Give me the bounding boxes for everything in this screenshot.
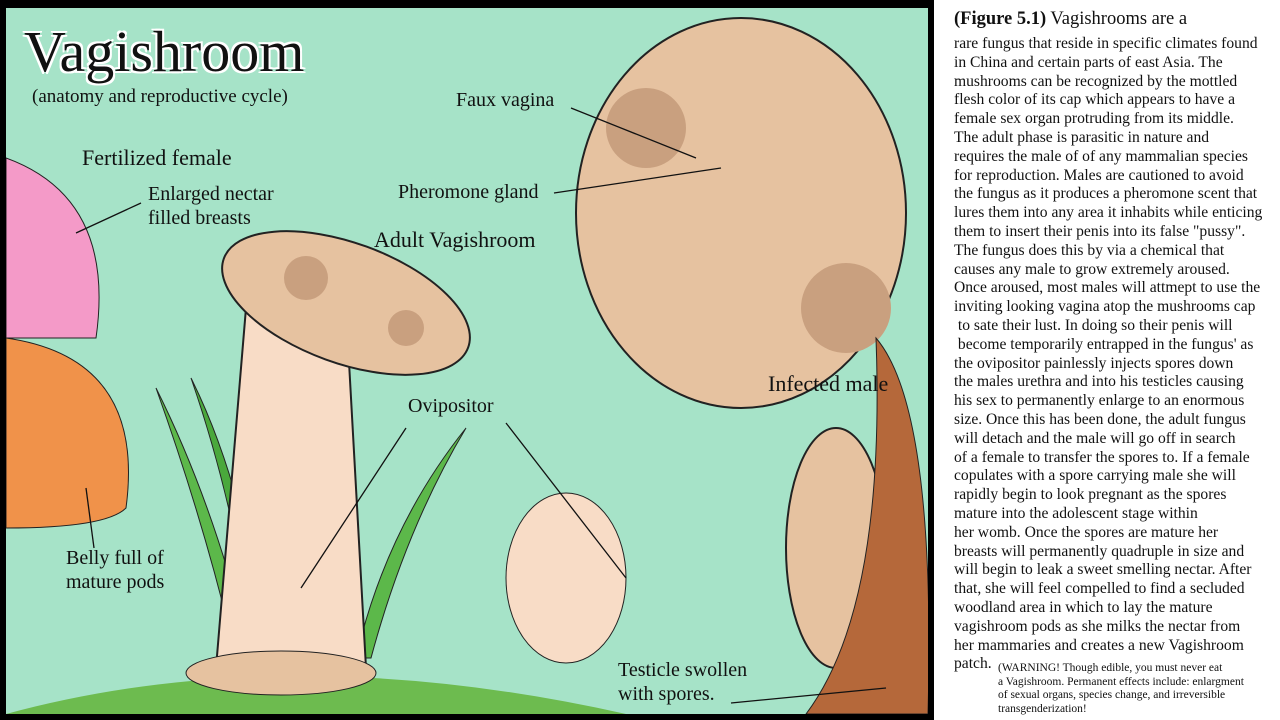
description-line: the males urethra and into his testicles… xyxy=(954,373,1244,391)
description-line: mushrooms can be recognized by the mottl… xyxy=(954,72,1238,90)
mushroom-piece xyxy=(505,492,627,664)
label-enlarged-nectar-1: Enlarged nectar xyxy=(148,183,274,205)
description-line: woodland area in which to lay the mature xyxy=(954,599,1213,616)
cap-spot xyxy=(801,263,891,353)
label-testicle-1: Testicle swollen xyxy=(618,659,748,681)
illustration-subtitle: (anatomy and reproductive cycle) xyxy=(32,86,288,107)
description-line: her mammaries and creates a new Vagishro… xyxy=(954,636,1244,654)
male-figure xyxy=(805,336,928,714)
description-line: that, she will feel compelled to find a … xyxy=(954,580,1245,598)
description-line: them to insert their penis into its fals… xyxy=(954,223,1246,240)
description-line: of a female to transfer the spores to. I… xyxy=(954,448,1250,466)
description-line: requires the male of of any mammalian sp… xyxy=(954,147,1249,165)
description-line: The adult phase is parasitic in nature a… xyxy=(954,129,1210,146)
description-line: Once aroused, most males will attmept to… xyxy=(954,279,1261,297)
description-line: causes any male to grow extremely arouse… xyxy=(954,260,1230,278)
cap-spot xyxy=(606,88,686,168)
label-belly-pods-2: mature pods xyxy=(66,571,165,593)
pointer-lines xyxy=(75,107,887,704)
label-adult-vagishroom: Adult Vagishroom xyxy=(374,227,536,252)
description-line: his sex to permanently enlarge to an eno… xyxy=(954,392,1245,410)
label-belly-pods-1: Belly full of xyxy=(66,547,164,569)
warning-line: a Vagishroom. Permanent effects include:… xyxy=(998,675,1244,688)
label-fertilized-female: Fertilized female xyxy=(82,145,232,170)
description-line: rapidly begin to look pregnant as the sp… xyxy=(954,486,1227,504)
description-line: will begin to leak a sweet smelling nect… xyxy=(954,561,1252,579)
description-line: in China and certain parts of east Asia.… xyxy=(954,53,1223,71)
cap-spot xyxy=(284,256,328,300)
leaf xyxy=(355,427,467,659)
cap-spot xyxy=(388,310,424,346)
illustration-shapes xyxy=(6,17,928,714)
description-line: size. Once this has been done, the adult… xyxy=(954,411,1246,428)
warning-line: (WARNING! Though edible, you must never … xyxy=(998,662,1223,674)
description-text: Vagishrooms are a xyxy=(1046,9,1188,29)
illustration-title: Vagishroom xyxy=(24,19,305,84)
mushroom-base xyxy=(185,650,377,696)
description-panel: (Figure 5.1) Vagishrooms are a rare fung… xyxy=(934,0,1280,720)
description-line: copulates with a spore carrying male she… xyxy=(954,467,1236,485)
description-line: the ovipositor painlessly injects spores… xyxy=(954,354,1234,372)
description-line: will detach and the male will go off in … xyxy=(954,429,1236,447)
female-figure-belly xyxy=(6,337,129,529)
description-line: mature into the adolescent stage within xyxy=(954,505,1198,522)
description-line: The fungus does this by via a chemical t… xyxy=(954,241,1225,259)
label-testicle-2: with spores. xyxy=(618,683,715,705)
description-line: inviting looking vagina atop the mushroo… xyxy=(954,298,1256,316)
female-figure-top xyxy=(6,157,100,339)
figure-label: (Figure 5.1) xyxy=(954,9,1047,29)
illustration: Vagishroom (anatomy and reproductive cyc… xyxy=(6,8,928,714)
description-line: become temporarily entrapped in the fung… xyxy=(954,335,1254,353)
label-faux-vagina: Faux vagina xyxy=(456,89,555,111)
description-first-line: (Figure 5.1) Vagishrooms are a xyxy=(954,9,1188,29)
label-pheromone-gland: Pheromone gland xyxy=(398,181,539,203)
description-line: her womb. Once the spores are mature her xyxy=(954,523,1219,541)
description-line: patch. xyxy=(954,655,992,673)
description-line: vagishroom pods as she milks the nectar … xyxy=(954,617,1241,635)
description-line: to sate their lust. In doing so their pe… xyxy=(954,317,1233,334)
description-line: flesh color of its cap which appears to … xyxy=(954,91,1236,109)
description-line: rare fungus that reside in specific clim… xyxy=(954,35,1258,52)
description-line: breasts will permanently quadruple in si… xyxy=(954,542,1245,560)
warning-line: transgenderization! xyxy=(998,702,1087,715)
description-line: female sex organ protruding from its mid… xyxy=(954,110,1234,128)
description-line: the fungus as it produces a pheromone sc… xyxy=(954,185,1258,203)
description-line: for reproduction. Males are cautioned to… xyxy=(954,166,1244,184)
description-line: lures them into any area it inhabits whi… xyxy=(954,204,1263,222)
label-infected-male: Infected male xyxy=(768,371,889,396)
warning-line: of sexual organs, species change, and ir… xyxy=(998,689,1226,701)
label-ovipositor: Ovipositor xyxy=(408,395,494,417)
label-enlarged-nectar-2: filled breasts xyxy=(148,207,251,229)
ground xyxy=(6,676,626,714)
